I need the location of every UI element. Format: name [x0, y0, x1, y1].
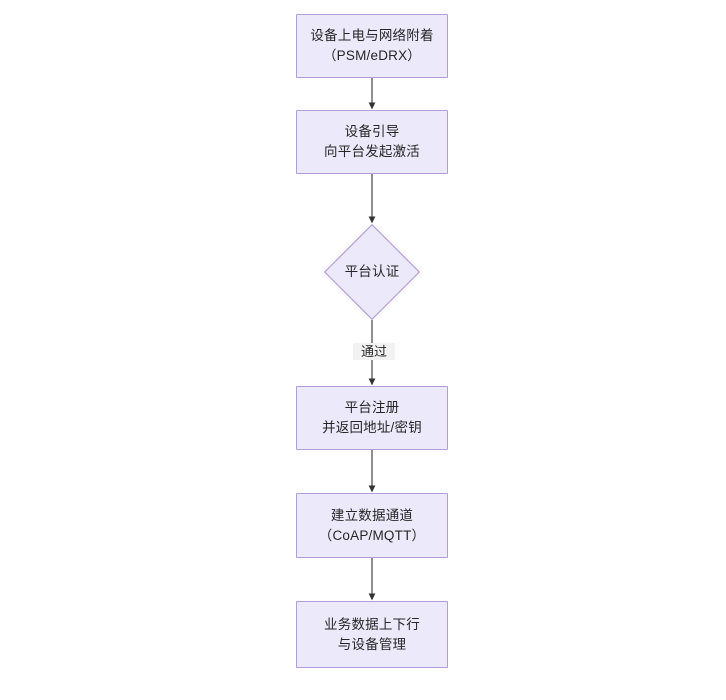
- node-platform-registration[interactable]: 平台注册 并返回地址/密钥: [296, 386, 448, 450]
- diamond-shape: [324, 224, 420, 320]
- node-establish-data-channel[interactable]: 建立数据通道 （CoAP/MQTT）: [296, 493, 448, 558]
- node-label: 设备上电与网络附着 （PSM/eDRX）: [310, 28, 434, 63]
- node-business-data-and-device-management[interactable]: 业务数据上下行 与设备管理: [296, 601, 448, 668]
- node-label: 平台认证: [344, 264, 400, 279]
- node-device-bootstrap[interactable]: 设备引导 向平台发起激活: [296, 110, 448, 174]
- node-device-power-on[interactable]: 设备上电与网络附着 （PSM/eDRX）: [296, 14, 448, 78]
- edge-label-pass: 通过: [353, 343, 395, 360]
- node-label: 设备引导 向平台发起激活: [324, 124, 420, 159]
- node-platform-authentication[interactable]: 平台认证: [324, 224, 420, 320]
- node-label: 平台注册 并返回地址/密钥: [322, 400, 422, 435]
- node-label: 业务数据上下行 与设备管理: [324, 616, 420, 652]
- node-label: 建立数据通道 （CoAP/MQTT）: [318, 507, 426, 543]
